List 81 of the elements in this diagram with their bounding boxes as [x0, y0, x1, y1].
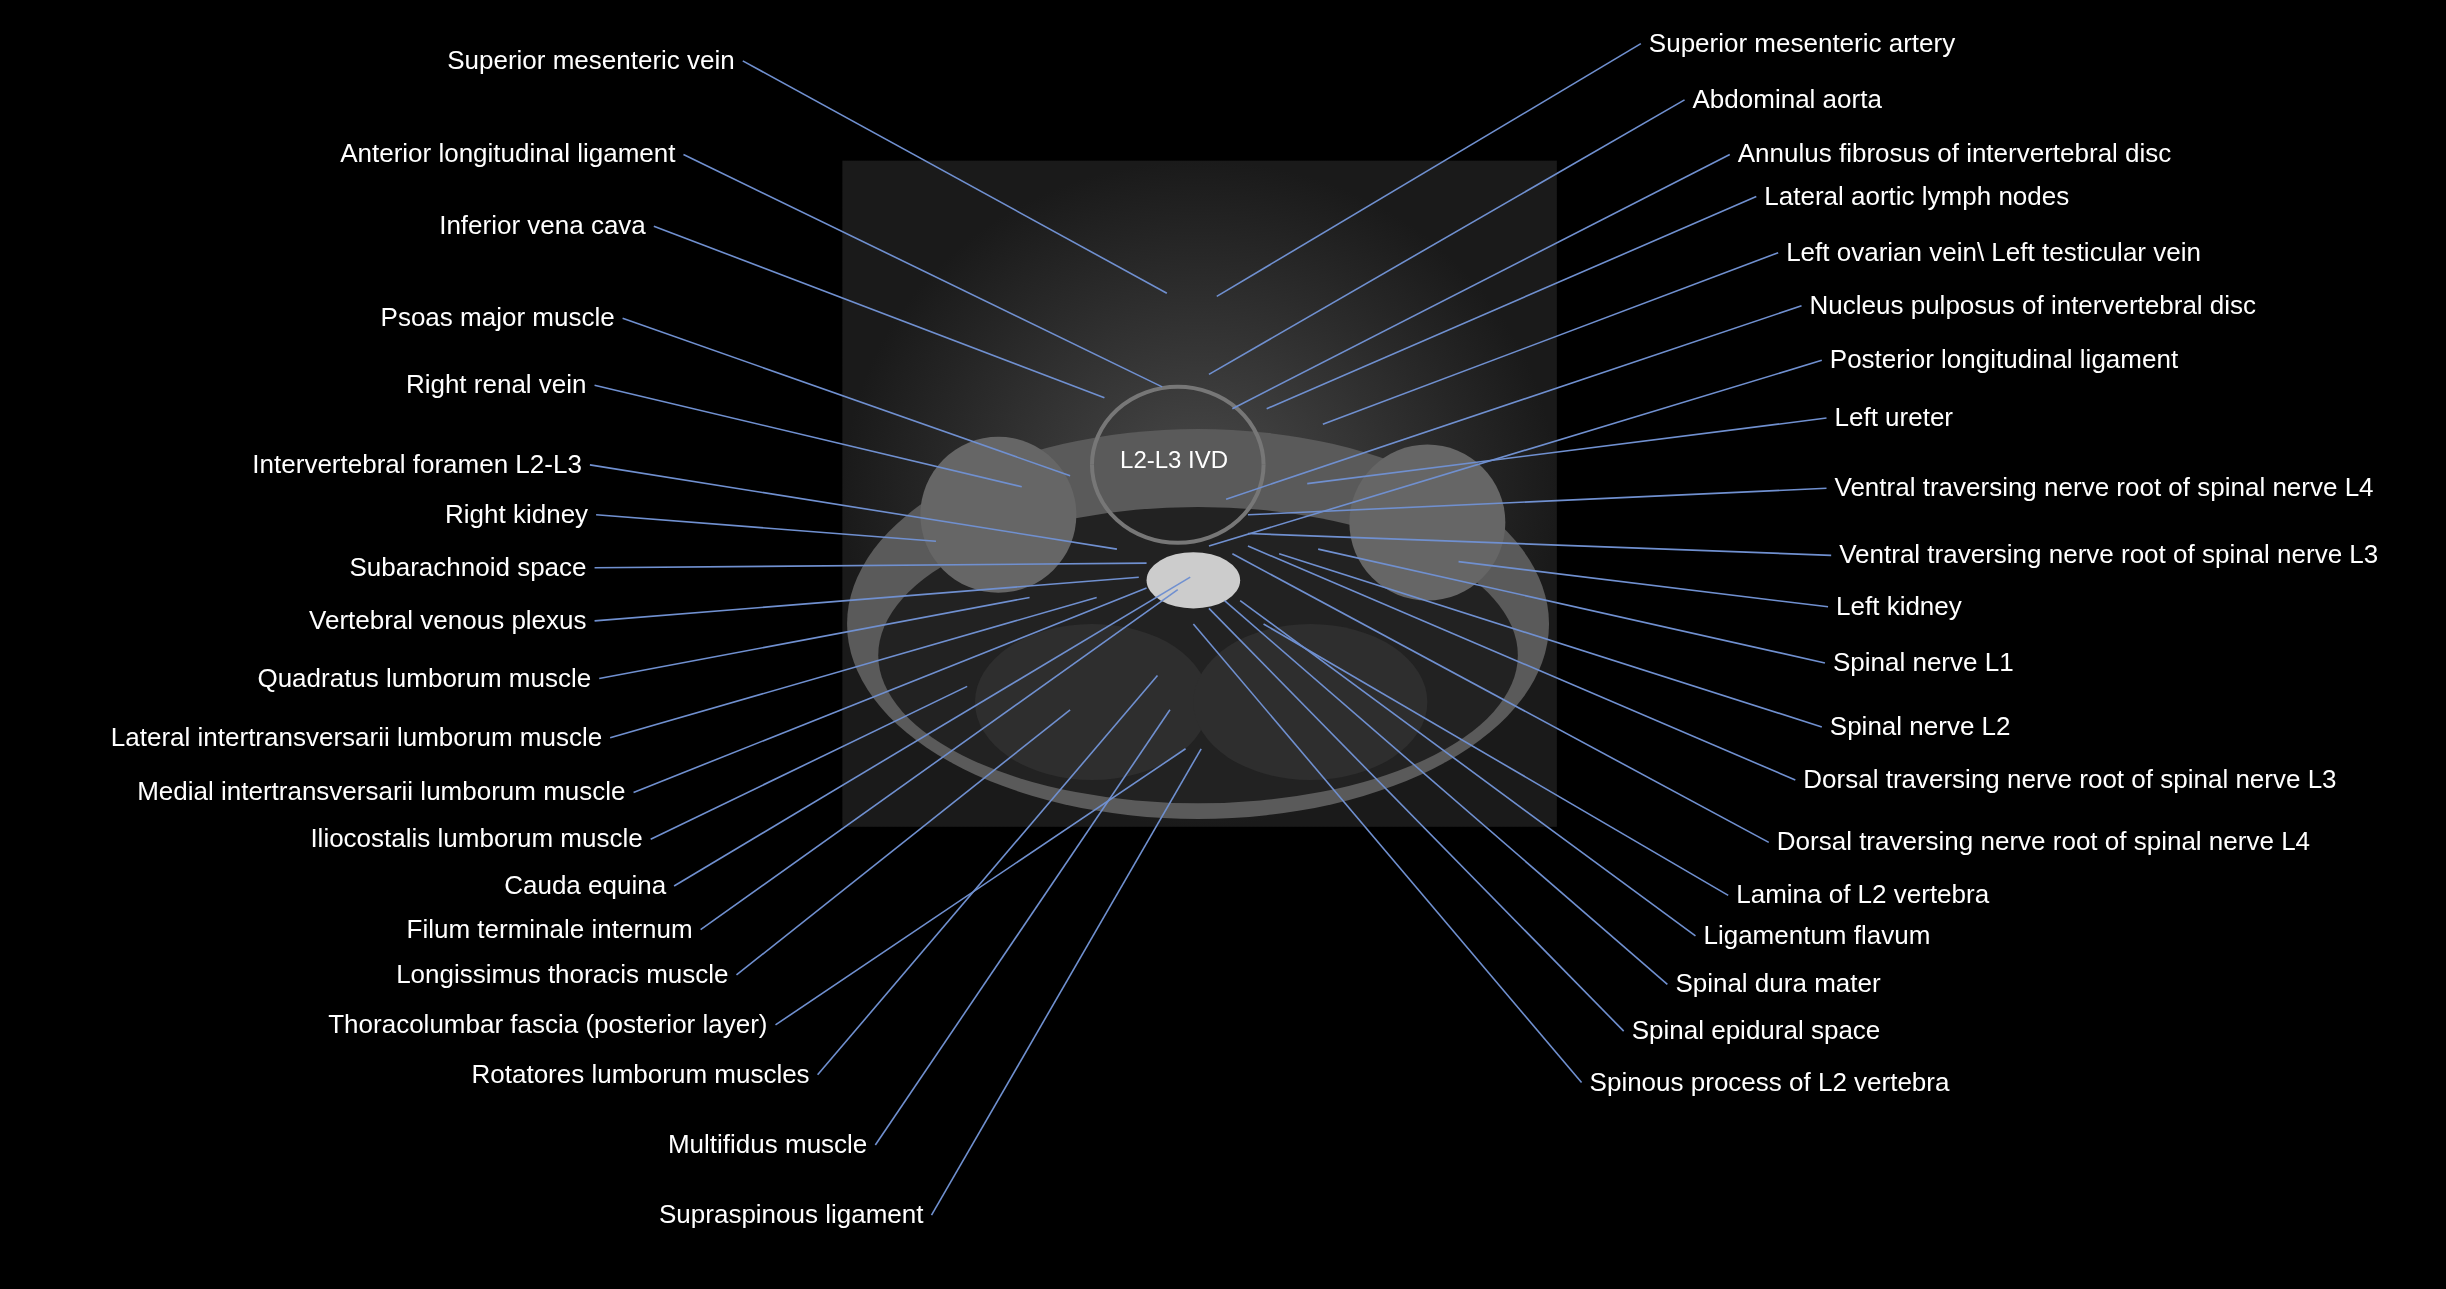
leader-line: [649, 685, 968, 841]
structure-label: Superior mesenteric vein: [447, 45, 735, 76]
structure-label: Dorsal traversing nerve root of spinal nerve L4: [1776, 827, 2311, 858]
structure-label: Vertebral venous plexus: [309, 605, 587, 636]
leader-line: [1457, 560, 1829, 608]
leader-line: [1208, 607, 1625, 1032]
structure-label: Spinal epidural space: [1631, 1016, 1881, 1047]
structure-label: Inferior vena cava: [439, 211, 646, 242]
leader-line: [609, 596, 1098, 739]
leader-line: [1306, 417, 1828, 485]
leader-line: [1317, 548, 1826, 664]
structure-label: Right renal vein: [405, 370, 587, 401]
leader-line: [1265, 195, 1758, 410]
structure-label: Right kidney: [445, 499, 589, 530]
structure-label: Ventral traversing nerve root of spinal nerve L3: [1839, 540, 2379, 571]
leader-line: [621, 317, 1071, 477]
structure-label: Spinal dura mater: [1675, 969, 1881, 1000]
disc-label: L2-L3 IVD: [1120, 446, 1229, 474]
structure-label: Medial intertransversarii lumborum muscle: [137, 777, 626, 808]
leader-line: [1278, 553, 1823, 728]
leader-line: [598, 596, 1031, 680]
leader-line: [593, 576, 1140, 622]
structure-label: Lateral intertransversarii lumborum muscle: [110, 722, 603, 753]
structure-label: Longissimus thoracis muscle: [396, 960, 729, 990]
structure-label: Ligamentum flavum: [1703, 921, 1931, 951]
structure-label: Thoracolumbar fascia (posterior layer): [328, 1009, 768, 1040]
leader-line: [1247, 545, 1797, 781]
leader-line: [673, 576, 1192, 887]
leader-line: [593, 384, 1023, 488]
leader-line: [1225, 304, 1803, 500]
structure-label: Subarachnoid space: [349, 552, 587, 583]
leader-line: [735, 709, 1071, 976]
leader-line: [1247, 532, 1832, 557]
structure-label: Abdominal aorta: [1692, 84, 1882, 115]
leader-line: [632, 587, 1148, 794]
structure-label: Left kidney: [1836, 591, 1962, 622]
structure-label: Spinous process of L2 vertebra: [1589, 1067, 1950, 1098]
structure-label: Left ureter: [1834, 403, 1953, 433]
structure-label: Lateral aortic lymph nodes: [1764, 181, 2070, 212]
leader-line: [593, 562, 1148, 569]
leader-line: [1208, 99, 1686, 376]
leader-line: [1322, 251, 1779, 426]
leader-line: [1231, 153, 1731, 410]
structure-label: Ventral traversing nerve root of spinal nerve L4: [1834, 473, 2374, 504]
leader-line: [653, 225, 1106, 399]
structure-label: Lamina of L2 vertebra: [1736, 880, 1990, 911]
leader-line: [816, 674, 1159, 1076]
structure-label: Filum terminale internum: [406, 914, 693, 945]
structure-label: Spinal nerve L2: [1829, 712, 2011, 742]
leader-line: [682, 153, 1163, 388]
leader-line: [1262, 623, 1729, 897]
leader-line: [774, 748, 1187, 1026]
structure-label: Supraspinous ligament: [659, 1200, 924, 1231]
leader-line: [1223, 599, 1669, 986]
leader-line: [1215, 42, 1642, 298]
leader-line: [699, 588, 1179, 931]
leader-line: [1192, 623, 1583, 1084]
structure-label: Annulus fibrosus of intervertebral disc: [1737, 139, 2172, 170]
structure-label: Spinal nerve L1: [1832, 648, 2014, 678]
structure-label: Iliocostalis lumborum muscle: [310, 824, 643, 855]
structure-label: Rotatores lumborum muscles: [471, 1059, 810, 1090]
structure-label: Multifidus muscle: [667, 1130, 868, 1160]
leader-line: [595, 514, 937, 543]
structure-label: Superior mesenteric artery: [1648, 28, 1956, 59]
structure-label: Cauda equina: [504, 871, 667, 901]
leader-line: [1247, 487, 1828, 516]
leader-line: [1208, 359, 1823, 547]
leader-line: [1239, 599, 1697, 937]
structure-label: Dorsal traversing nerve root of spinal nerve L3: [1803, 765, 2337, 795]
structure-label: Nucleus pulposus of intervertebral disc: [1809, 290, 2257, 321]
leader-line: [874, 709, 1171, 1146]
leader-line: [930, 748, 1202, 1216]
structure-label: Intervertebral foramen L2-L3: [252, 449, 582, 480]
structure-label: Left ovarian vein\ Left testicular vein: [1786, 237, 2201, 268]
structure-label: Psoas major muscle: [380, 303, 615, 334]
structure-label: Posterior longitudinal ligament: [1829, 345, 2179, 376]
structure-label: Anterior longitudinal ligament: [340, 139, 676, 170]
leader-line: [741, 60, 1168, 295]
structure-label: Quadratus lumborum muscle: [257, 663, 592, 694]
leader-line: [1231, 553, 1770, 844]
leader-line: [589, 464, 1118, 550]
